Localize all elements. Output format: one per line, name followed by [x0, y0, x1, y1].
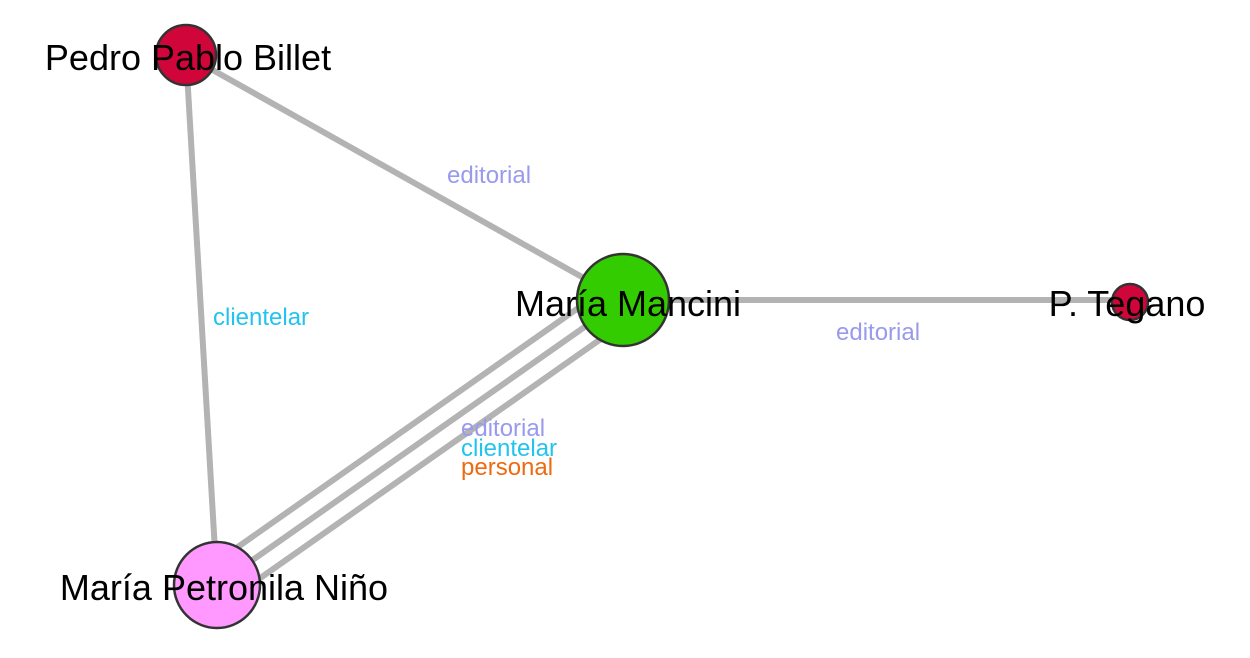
edge-mancini-petronila-editorial	[203, 282, 613, 573]
node-label: María Mancini	[515, 283, 741, 324]
edge-label: editorial	[836, 319, 920, 346]
edge-mancini-petronila-personal	[227, 312, 637, 603]
node-mancini[interactable]	[575, 252, 671, 348]
edge-label: editorial	[461, 415, 545, 442]
edge-pedro-mancini	[184, 52, 625, 303]
node-label: María Petronila Niño	[60, 567, 388, 608]
edge-label: editorial	[447, 162, 531, 189]
edge-pedro-petronila	[183, 54, 220, 586]
node-pedro[interactable]	[154, 23, 218, 87]
node-label: P. Tegano	[1049, 283, 1206, 324]
edge-label: clientelar	[213, 304, 309, 331]
edge-label: clientelar	[461, 435, 557, 462]
node-tegano[interactable]	[1110, 282, 1150, 322]
node-label: Pedro Pablo Billet	[45, 37, 331, 78]
edge-mancini-petronila-clientelar	[215, 297, 625, 588]
edge-label: personal	[461, 454, 553, 481]
node-petronila[interactable]	[172, 540, 262, 630]
